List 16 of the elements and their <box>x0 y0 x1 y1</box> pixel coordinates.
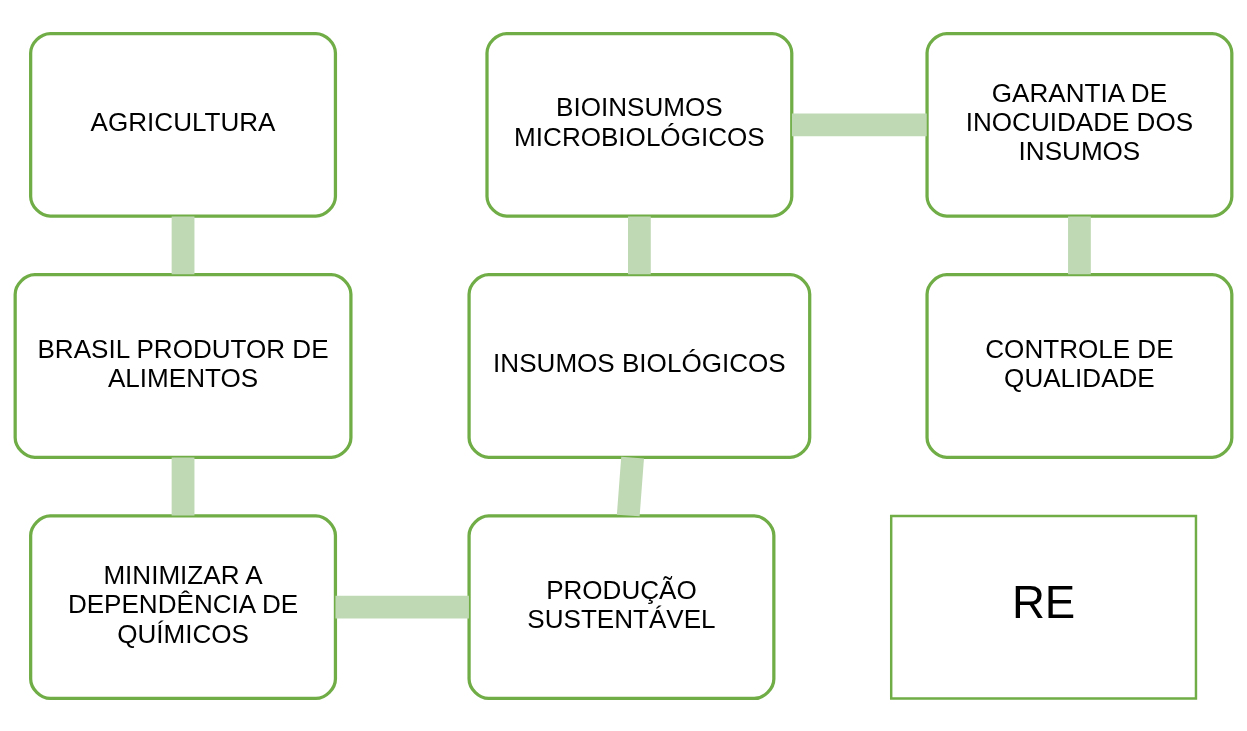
node-box: BIOINSUMOS MICROBIOLÓGICOS <box>485 31 794 218</box>
node-box: GARANTIA DE INOCUIDADE DOS INSUMOS <box>925 31 1234 218</box>
connector <box>616 456 644 516</box>
connector <box>335 595 469 619</box>
node-box: RE <box>890 514 1198 700</box>
connector <box>171 457 195 515</box>
connector <box>628 215 651 274</box>
node-box: CONTROLE DE QUALIDADE <box>925 272 1234 459</box>
node-box: PRODUÇÃO SUSTENTÁVEL <box>467 513 776 700</box>
connector <box>1068 215 1091 274</box>
node-box: MINIMIZAR A DEPENDÊNCIA DE QUÍMICOS <box>29 513 338 700</box>
connector <box>791 112 927 136</box>
node-box: INSUMOS BIOLÓGICOS <box>467 272 812 459</box>
connector <box>171 215 195 274</box>
node-box: AGRICULTURA <box>29 31 338 218</box>
node-box: BRASIL PRODUTOR DE ALIMENTOS <box>13 272 353 459</box>
